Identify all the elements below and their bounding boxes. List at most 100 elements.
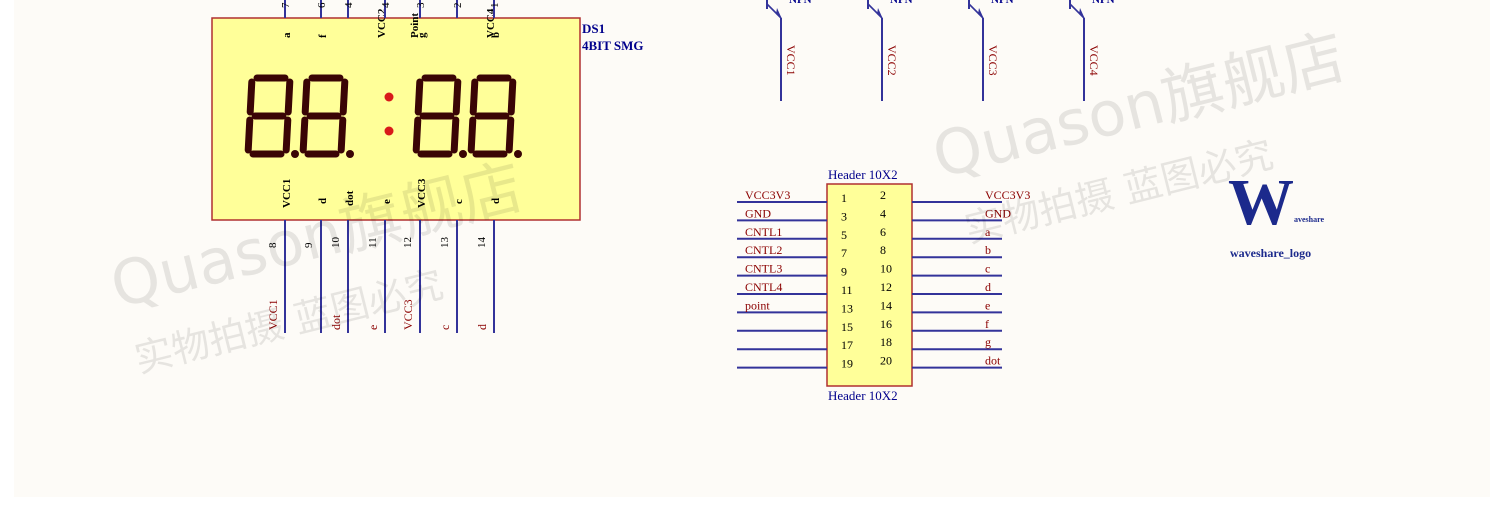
header-left-pin-number: 3: [841, 209, 847, 223]
header-right-pin-number: 14: [880, 298, 892, 312]
header-left-pin-number: 11: [841, 283, 853, 297]
colon-dot-top: [384, 92, 394, 102]
seven-segment-display: DS1 4BIT SMG 7a6f4VCC24Point3g2VCC41bVCC…: [211, 0, 644, 333]
waveshare-logo: W aveshare waveshare_logo: [1228, 166, 1325, 260]
header-left-net-label: VCC3V3: [745, 188, 790, 202]
digit-1-decimal-point: [291, 150, 299, 158]
display-top-pin-label: b: [490, 32, 502, 38]
display-digits: [244, 74, 522, 158]
header-right-pin-number: 12: [880, 280, 892, 294]
digit-2-segment-b: [339, 78, 349, 116]
digit-4-segment-b: [507, 78, 517, 116]
display-top-pin-number: 4: [343, 2, 355, 8]
npn-4-arrow: [1079, 8, 1085, 19]
display-bottom-pin-label: dot: [344, 190, 356, 206]
header-left-pin-number: 9: [841, 265, 847, 279]
header-right-net-label: g: [985, 335, 991, 349]
header-right-pin-number: 6: [880, 225, 886, 239]
digit-3-segment-c: [450, 116, 460, 154]
header-left-net-label: point: [745, 298, 770, 312]
digit-2-segment-e: [299, 116, 309, 154]
display-bottom-pin-number: 12: [402, 237, 414, 248]
display-top-pin-number: 3: [415, 2, 427, 8]
header-right-net-label: d: [985, 280, 991, 294]
header-right-pin-number: 4: [880, 206, 886, 220]
npn-4-type-label: NPN: [1092, 0, 1115, 6]
header-left-net-label: GND: [745, 206, 771, 220]
header-right-net-label: c: [985, 262, 990, 276]
npn-3-arrow: [978, 8, 984, 19]
colon-dot-bottom: [384, 126, 394, 136]
header-right-pin-number: 10: [880, 262, 892, 276]
header-left-pin-number: 15: [841, 320, 853, 334]
display-top-pin-label: Point: [409, 13, 421, 38]
digit-4-segment-e: [467, 116, 477, 154]
display-top-pin-number: 2: [452, 3, 464, 9]
header-right-net-label: a: [985, 225, 991, 239]
digit-4-segment-c: [505, 116, 515, 154]
header-left-pin-number: 17: [841, 338, 853, 352]
display-bottom-pin-number: 8: [267, 242, 279, 248]
header-right-net-label: b: [985, 243, 991, 257]
display-bottom-net-label: dot: [329, 314, 343, 330]
npn-3-net-label: VCC3: [986, 45, 1000, 76]
digit-3-segment-f: [414, 78, 424, 116]
digit-3-segment-e: [412, 116, 422, 154]
display-top-pin-label: a: [281, 32, 293, 38]
header-left-pin-number: 1: [841, 191, 847, 205]
display-bottom-pin-number: 14: [476, 237, 488, 249]
display-bottom-pin-label: VCC3: [416, 178, 428, 208]
digit-1-segment-c: [282, 116, 292, 154]
header-right-net-label: GND: [985, 206, 1011, 220]
npn-4-net-label: VCC4: [1087, 45, 1101, 76]
npn-2-type-label: NPN: [890, 0, 913, 6]
digit-3-segment-b: [452, 78, 462, 116]
digit-1-segment-b: [284, 78, 294, 116]
display-top-pin-label: f: [317, 34, 329, 38]
display-bottom-pin-label: d: [317, 198, 329, 204]
display-bottom-net-label: VCC3: [401, 299, 415, 330]
header-body: [826, 183, 913, 387]
display-designator: DS1: [582, 21, 605, 36]
display-bottom-pin-label: c: [453, 199, 465, 204]
header-right-net-label: f: [985, 317, 989, 331]
header-right-pin-number: 16: [880, 317, 892, 331]
display-bottom-pin-number: 11: [367, 237, 379, 248]
display-bottom-pin-number: 9: [303, 242, 315, 248]
header-right-net-label: dot: [985, 354, 1001, 368]
npn-3-type-label: NPN: [991, 0, 1014, 6]
header-right-pin-number: 18: [880, 335, 892, 349]
display-top-pin-label: VCC2: [376, 8, 388, 38]
display-bottom-net-label: d: [475, 324, 489, 330]
npn-1-arrow: [776, 8, 782, 19]
header-right-pin-number: 20: [880, 354, 892, 368]
npn-2-net-label: VCC2: [885, 45, 899, 76]
header-title-top: Header 10X2: [828, 167, 898, 182]
npn-1-type-label: NPN: [789, 0, 812, 6]
header-left-pin-number: 5: [841, 228, 847, 242]
digit-3-decimal-point: [459, 150, 467, 158]
logo-subtext: aveshare: [1294, 215, 1325, 224]
display-comment: 4BIT SMG: [582, 38, 644, 53]
logo-letter: W: [1228, 166, 1294, 239]
header-right-pin-number: 8: [880, 243, 886, 257]
digit-4-decimal-point: [514, 150, 522, 158]
display-bottom-pin-label: d: [490, 198, 502, 204]
display-top-pin-number: 7: [280, 2, 292, 8]
header-right-pin-number: 2: [880, 188, 886, 202]
digit-2-decimal-point: [346, 150, 354, 158]
display-top-pin-label: g: [416, 32, 428, 38]
header-left-pin-number: 19: [841, 357, 853, 371]
header-title-bottom: Header 10X2: [828, 388, 898, 403]
npn-2-arrow: [877, 8, 883, 19]
header-left-net-label: CNTL1: [745, 225, 782, 239]
digit-1-segment-f: [246, 78, 256, 116]
header-right-net-label: VCC3V3: [985, 188, 1030, 202]
header-right-net-label: e: [985, 298, 990, 312]
header-left-net-label: CNTL2: [745, 243, 782, 257]
digit-1-segment-e: [244, 116, 254, 154]
